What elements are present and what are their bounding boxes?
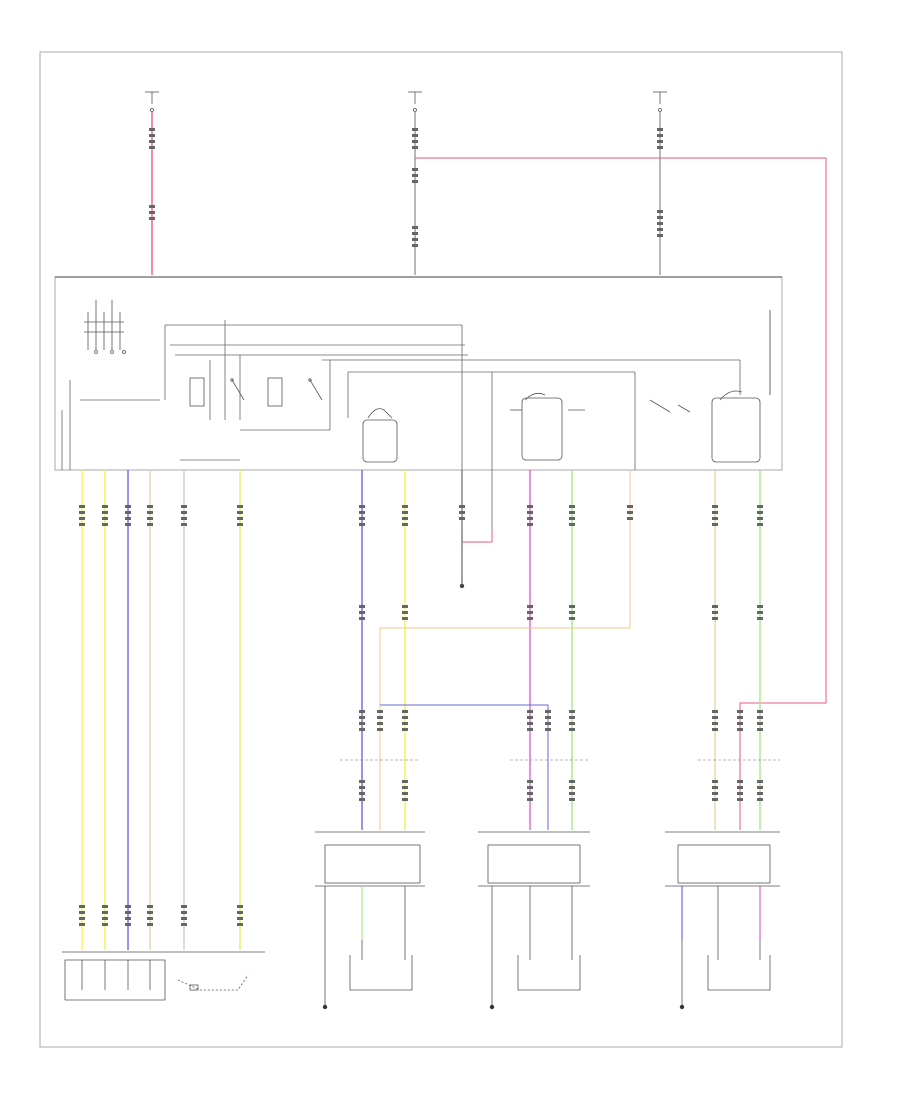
power-source-left bbox=[145, 91, 159, 112]
connector-pins-top bbox=[149, 128, 663, 247]
wire-pink-short bbox=[462, 530, 493, 543]
diagram-frame bbox=[39, 51, 843, 1048]
wire-orange-cross bbox=[379, 470, 631, 830]
internal-bus bbox=[61, 320, 741, 585]
connector-pins-lower bbox=[79, 505, 763, 926]
ground-symbols-bottom bbox=[322, 1004, 685, 1010]
relay-coils bbox=[189, 377, 323, 407]
power-source-middle bbox=[408, 91, 422, 112]
wire-violet-cross bbox=[380, 704, 549, 830]
right-motor-module bbox=[478, 831, 590, 1005]
power-source-right bbox=[653, 91, 667, 112]
wire-pink-loop bbox=[415, 157, 827, 830]
bottom-left-switch-block bbox=[62, 951, 265, 1001]
relay-pack-icon bbox=[84, 300, 126, 354]
control-module-box bbox=[54, 276, 783, 471]
switch-symbols bbox=[362, 390, 761, 463]
left-motor-module bbox=[315, 831, 425, 1005]
ground-symbol-mid bbox=[459, 583, 465, 589]
